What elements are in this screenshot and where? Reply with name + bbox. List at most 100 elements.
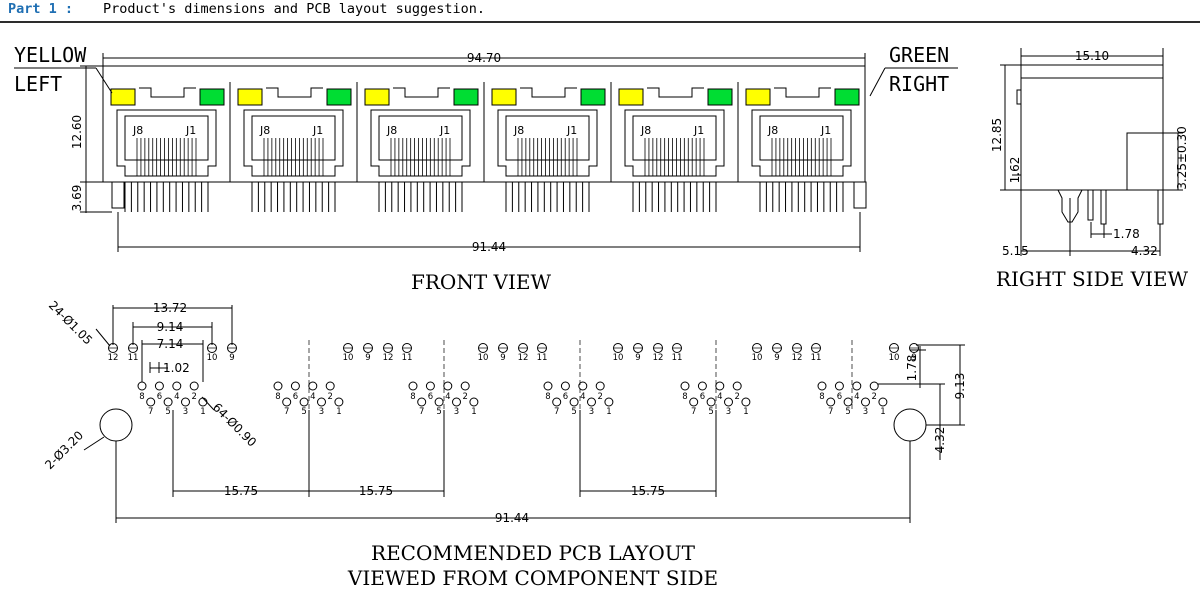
pin-hole (460, 381, 470, 391)
jack-inner (632, 115, 717, 161)
port-top-lip (393, 87, 450, 98)
part-title: Product's dimensions and PCB layout sugg… (103, 1, 486, 17)
port-pin-label: 5 (571, 407, 576, 417)
led-right-color-label: GREEN (889, 43, 949, 67)
pin-hole (852, 381, 862, 391)
right-peg (853, 181, 867, 209)
pin-hole (434, 397, 444, 407)
port-pin-label: 6 (700, 392, 705, 402)
side-housing (1020, 64, 1164, 191)
port-pin-label: 7 (284, 407, 289, 417)
pin-hole (715, 381, 725, 391)
jack-opening (243, 109, 344, 177)
port-pin-label: 4 (717, 392, 722, 402)
pin-hole (680, 381, 690, 391)
port-pin-label: 5 (165, 407, 170, 417)
pin-hole (425, 381, 435, 391)
port-pin-label: 1 (336, 407, 341, 417)
port-pin-label: 4 (174, 392, 179, 402)
part-label: Part 1 : (8, 1, 74, 17)
front-view-title: FRONT VIEW (411, 270, 551, 294)
port-pin-label: 3 (319, 407, 324, 417)
pin-label-j1: J1 (185, 124, 196, 137)
port-pin-label: 5 (845, 407, 850, 417)
port-pin-label: 8 (139, 392, 144, 402)
pcb-peg-hole-dim: 2-Ø3.20 (42, 428, 86, 472)
pin-hole (308, 381, 318, 391)
side-height-dim: 12.85 (990, 118, 1004, 152)
front-pins (124, 182, 844, 212)
pin-hole (317, 397, 326, 407)
front-pin-dim: 3.69 (70, 185, 84, 212)
yellow-led (110, 88, 136, 106)
pin-label-j8: J8 (513, 124, 524, 137)
side-offset-dim: 3.25±0.30 (1175, 126, 1189, 190)
port-pin-label: 5 (708, 407, 713, 417)
port-pin-label: 7 (554, 407, 559, 417)
jack-opening (751, 109, 852, 177)
led-pin-label: 11 (537, 353, 548, 363)
port-pin-label: 7 (148, 407, 153, 417)
pin-hole (569, 397, 579, 407)
pin-hole (834, 381, 844, 391)
led-pin-label: 12 (653, 353, 664, 363)
pin-hole (724, 397, 733, 407)
led-pin-label: 12 (792, 353, 803, 363)
side-view: 15.10 12.85 1.62 3.25±0.30 1.78 5.15 4.3… (990, 48, 1189, 291)
port: J8 J1 (610, 82, 733, 182)
green-led (707, 88, 733, 106)
pin-label-j8: J8 (640, 124, 651, 137)
pcb-peg-dim: 91.44 (495, 511, 529, 525)
port-pin-label: 1 (743, 407, 748, 417)
pin-label-j1: J1 (693, 124, 704, 137)
pin-hole (189, 381, 199, 391)
led-pin-label: 9 (500, 353, 505, 363)
pin-hole (578, 381, 588, 391)
led-pin-label: 11 (128, 353, 139, 363)
jack-inner (759, 115, 844, 161)
port-pin-label: 3 (183, 407, 188, 417)
jack-opening (497, 109, 598, 177)
port-pin-label: 2 (871, 392, 876, 402)
pin-label-j8: J8 (132, 124, 143, 137)
port-pin-label: 1 (200, 407, 205, 417)
led-pin-label: 11 (811, 353, 822, 363)
led-pin-label: 9 (229, 353, 234, 363)
led-left-leader (95, 67, 113, 94)
pin-hole (826, 397, 836, 407)
pin-hole (154, 381, 164, 391)
led-left-position-label: LEFT (14, 72, 62, 96)
pin-hole (706, 397, 716, 407)
port-pin-label: 6 (837, 392, 842, 402)
led-pin-label: 9 (365, 353, 370, 363)
pcb-432-dim: 4.32 (933, 427, 947, 454)
pin-hole (452, 397, 461, 407)
green-led (453, 88, 479, 106)
pin-hole (282, 397, 292, 407)
port-top-lip (774, 87, 831, 98)
jack-opening (370, 109, 471, 177)
port: J8 J1 (110, 87, 225, 177)
pin-hole (137, 381, 147, 391)
pcb-pitch-dim-1: 15.75 (224, 484, 258, 498)
pcb-title-line1: RECOMMENDED PCB LAYOUT (371, 541, 696, 565)
pin-hole (172, 381, 182, 391)
yellow-led (491, 88, 517, 106)
jack-inner (378, 115, 463, 161)
pin-hole (469, 397, 479, 407)
port-pin-label: 5 (436, 407, 441, 417)
pcb-914-dim: 9.14 (157, 320, 184, 334)
yellow-led (618, 88, 644, 106)
jack-inner (505, 115, 590, 161)
port-pin-label: 3 (589, 407, 594, 417)
port-pin-label: 8 (545, 392, 550, 402)
pin-hole (408, 381, 418, 391)
pcb-1372-dim: 13.72 (153, 301, 187, 315)
port-pin-label: 4 (310, 392, 315, 402)
front-height-dim: 12.60 (70, 115, 84, 149)
section-header: Part 1 : Product's dimensions and PCB la… (0, 0, 1200, 23)
pin-hole (689, 397, 699, 407)
right-peg-hole (893, 408, 927, 442)
